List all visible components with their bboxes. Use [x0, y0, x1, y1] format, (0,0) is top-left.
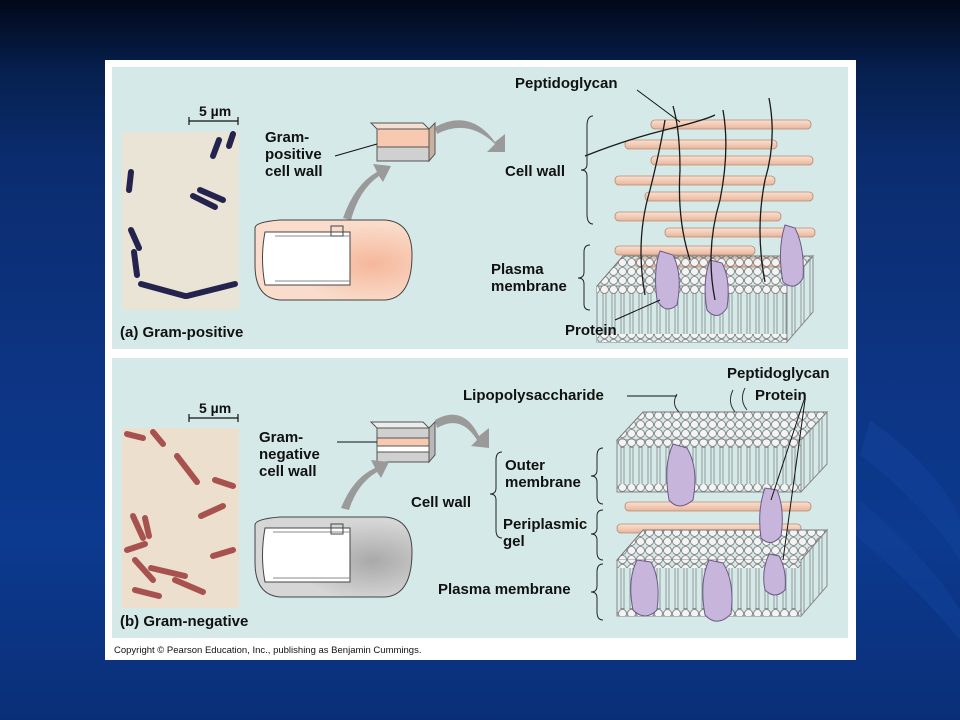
background-swoosh-2 — [855, 500, 960, 640]
gram-positive-wall-block — [369, 121, 436, 163]
gram-positive-micrograph — [122, 132, 239, 310]
gram-positive-bacteria — [126, 131, 238, 299]
scale-bar-a — [188, 117, 239, 125]
label-outer-membrane: Outer membrane — [505, 457, 581, 491]
scale-bar-label-a: 5 µm — [199, 103, 232, 119]
gram-negative-outer-membrane — [615, 410, 829, 494]
figure-frame: 5 µm Gram- positive cell wall Peptidogly… — [105, 60, 856, 660]
label-protein-a: Protein — [565, 322, 617, 339]
figure-drawing — [112, 67, 848, 638]
background-swoosh — [860, 420, 960, 560]
zoom-arrow-a2 — [343, 164, 391, 220]
gram-positive-title: Gram- positive cell wall — [265, 129, 323, 180]
label-plasma-membrane-a: Plasma membrane — [491, 261, 567, 295]
protein-pointer-b2 — [782, 399, 806, 561]
label-cell-wall-a: Cell wall — [505, 163, 566, 180]
gram-negative-title: Gram- negative cell wall — [259, 429, 320, 480]
label-peptidoglycan-b: Peptidoglycan — [727, 365, 830, 382]
label-lipopolysaccharide: Lipopolysaccharide — [463, 387, 604, 404]
zoom-arrow-b — [435, 414, 489, 448]
label-peptidoglycan-a: Peptidoglycan — [515, 75, 618, 92]
cell-wall-brace-a — [577, 115, 594, 311]
cell-wall-brace-b — [489, 447, 604, 621]
gram-negative-bacteria — [124, 429, 236, 599]
caption-b: (b) Gram-negative — [120, 613, 249, 630]
gram-negative-cell — [254, 516, 413, 598]
peptidoglycan-pointer-a — [636, 89, 681, 123]
label-periplasmic-gel: Periplasmic gel — [503, 516, 588, 550]
label-protein-b: Protein — [755, 387, 807, 404]
gram-positive-plasma-membrane — [595, 254, 815, 344]
gram-positive-teichoic-strands — [584, 97, 773, 301]
protein-pointer-a — [614, 299, 661, 321]
zoom-arrow-a — [435, 120, 505, 152]
zoom-arrow-b2 — [341, 460, 389, 510]
label-plasma-membrane-b: Plasma membrane — [438, 581, 571, 598]
caption-a: (a) Gram-positive — [120, 324, 244, 341]
protein-pointer-b — [770, 399, 805, 501]
gram-negative-wall-block — [369, 420, 436, 464]
gram-negative-proteins — [630, 443, 786, 622]
scale-bar-b — [188, 414, 239, 422]
label-cell-wall-b: Cell wall — [411, 494, 472, 511]
gram-positive-cell — [254, 219, 413, 301]
scale-bar-label-b: 5 µm — [199, 400, 232, 416]
copyright-text: Copyright © Pearson Education, Inc., pub… — [114, 645, 422, 656]
